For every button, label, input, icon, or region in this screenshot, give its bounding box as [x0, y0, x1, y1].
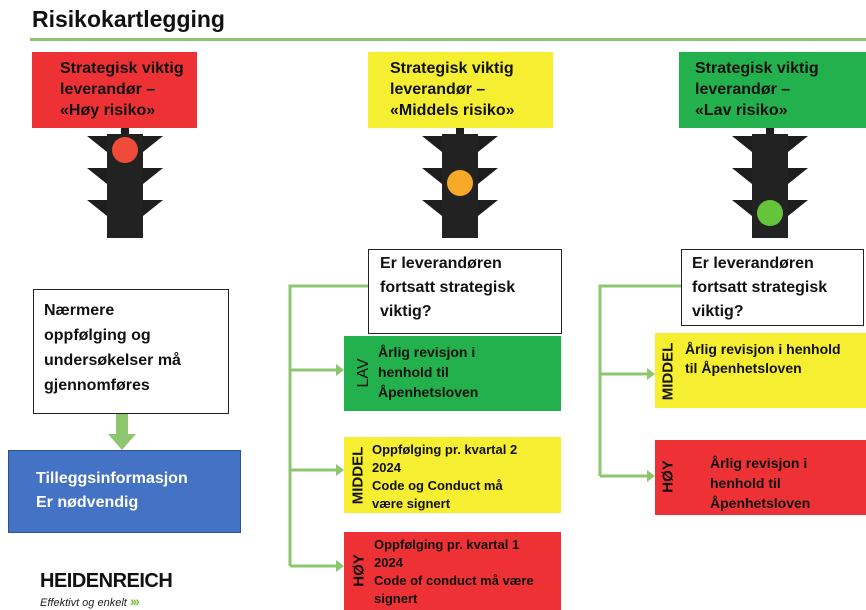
middle-option-middel: MIDDEL Oppfølging pr. kvartal 2 2024 Cod… [344, 437, 561, 513]
right-option-hoy: HØY Årlig revisjon i henhold til Åpenhet… [655, 440, 866, 515]
company-logo: HEIDENREICH Effektivt og enkelt ››› [40, 570, 180, 610]
followup-box: Nærmere oppfølging og undersøkelser må g… [33, 289, 229, 414]
right-arrowheads [647, 368, 655, 482]
down-arrow-icon [108, 414, 136, 450]
option-label: HØY [659, 460, 677, 493]
option-text: Årlig revisjon i henhold til Åpenhetslov… [710, 455, 811, 511]
traffic-light-red [87, 128, 163, 238]
logo-tagline: Effektivt og enkelt [40, 597, 127, 609]
option-text: Oppfølging pr. kvartal 1 2024 Code of co… [374, 537, 534, 606]
header-medium-risk: Strategisk viktig leverandør – «Middels … [368, 52, 553, 128]
traffic-light-yellow [422, 128, 498, 238]
middle-arrowheads [336, 364, 344, 572]
logo-tagline-row: Effektivt og enkelt ››› [40, 594, 180, 610]
header-high-risk: Strategisk viktig leverandør – «Høy risi… [32, 52, 197, 128]
right-connector-lines [598, 284, 681, 478]
option-label: HØY [350, 554, 368, 587]
right-question-box: Er leverandøren fortsatt strategisk vikt… [681, 249, 864, 326]
middle-option-lav: LAV Årlig revisjon i henhold til Åpenhet… [344, 336, 561, 411]
option-text: Årlig revisjon i henhold til Åpenhetslov… [685, 341, 841, 376]
traffic-light-green [732, 128, 808, 238]
page-title: Risikokartlegging [32, 6, 225, 32]
logo-wordmark: HEIDENREICH [40, 570, 173, 592]
middle-option-hoy: HØY Oppfølging pr. kvartal 1 2024 Code o… [344, 532, 561, 610]
option-text: Årlig revisjon i henhold til Åpenhetslov… [378, 344, 479, 400]
option-text: Oppfølging pr. kvartal 2 2024 Code og Co… [372, 442, 518, 511]
additional-info-box: Tilleggsinformasjon Er nødvendig [8, 450, 241, 533]
header-low-risk: Strategisk viktig leverandør – «Lav risi… [679, 52, 866, 128]
option-label: LAV [355, 358, 372, 388]
right-option-middel: MIDDEL Årlig revisjon i henhold til Åpen… [655, 333, 866, 408]
middle-question-box: Er leverandøren fortsatt strategisk vikt… [368, 249, 562, 334]
middle-connector-lines [288, 284, 368, 568]
title-divider [30, 38, 866, 41]
option-label: MIDDEL [659, 342, 677, 401]
option-label: MIDDEL [349, 446, 367, 505]
logo-chevrons-icon: ››› [129, 593, 140, 609]
